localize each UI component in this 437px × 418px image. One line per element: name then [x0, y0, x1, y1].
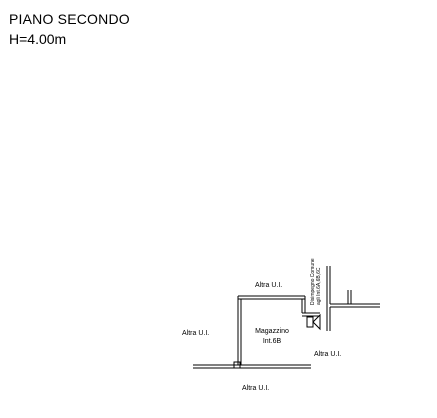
label-altra-ui-right: Altra U.I. [314, 351, 341, 358]
label-altra-ui-top: Altra U.I. [255, 282, 282, 289]
entrance-arrow-icon [306, 313, 321, 331]
floor-title: PIANO SECONDO [9, 11, 130, 27]
label-altra-ui-bottom: Altra U.I. [242, 385, 269, 392]
column-bottom-left [233, 361, 241, 369]
label-stair-line2: agli Int.6A,6B,6C [316, 267, 322, 305]
label-unit-name: Magazzino [255, 328, 289, 335]
label-altra-ui-left: Altra U.I. [182, 330, 209, 337]
label-stair-line1: Disimpegno Comune [310, 258, 316, 305]
label-unit-number: Int.6B [263, 338, 282, 345]
floor-height-label: H=4.00m [9, 31, 67, 47]
